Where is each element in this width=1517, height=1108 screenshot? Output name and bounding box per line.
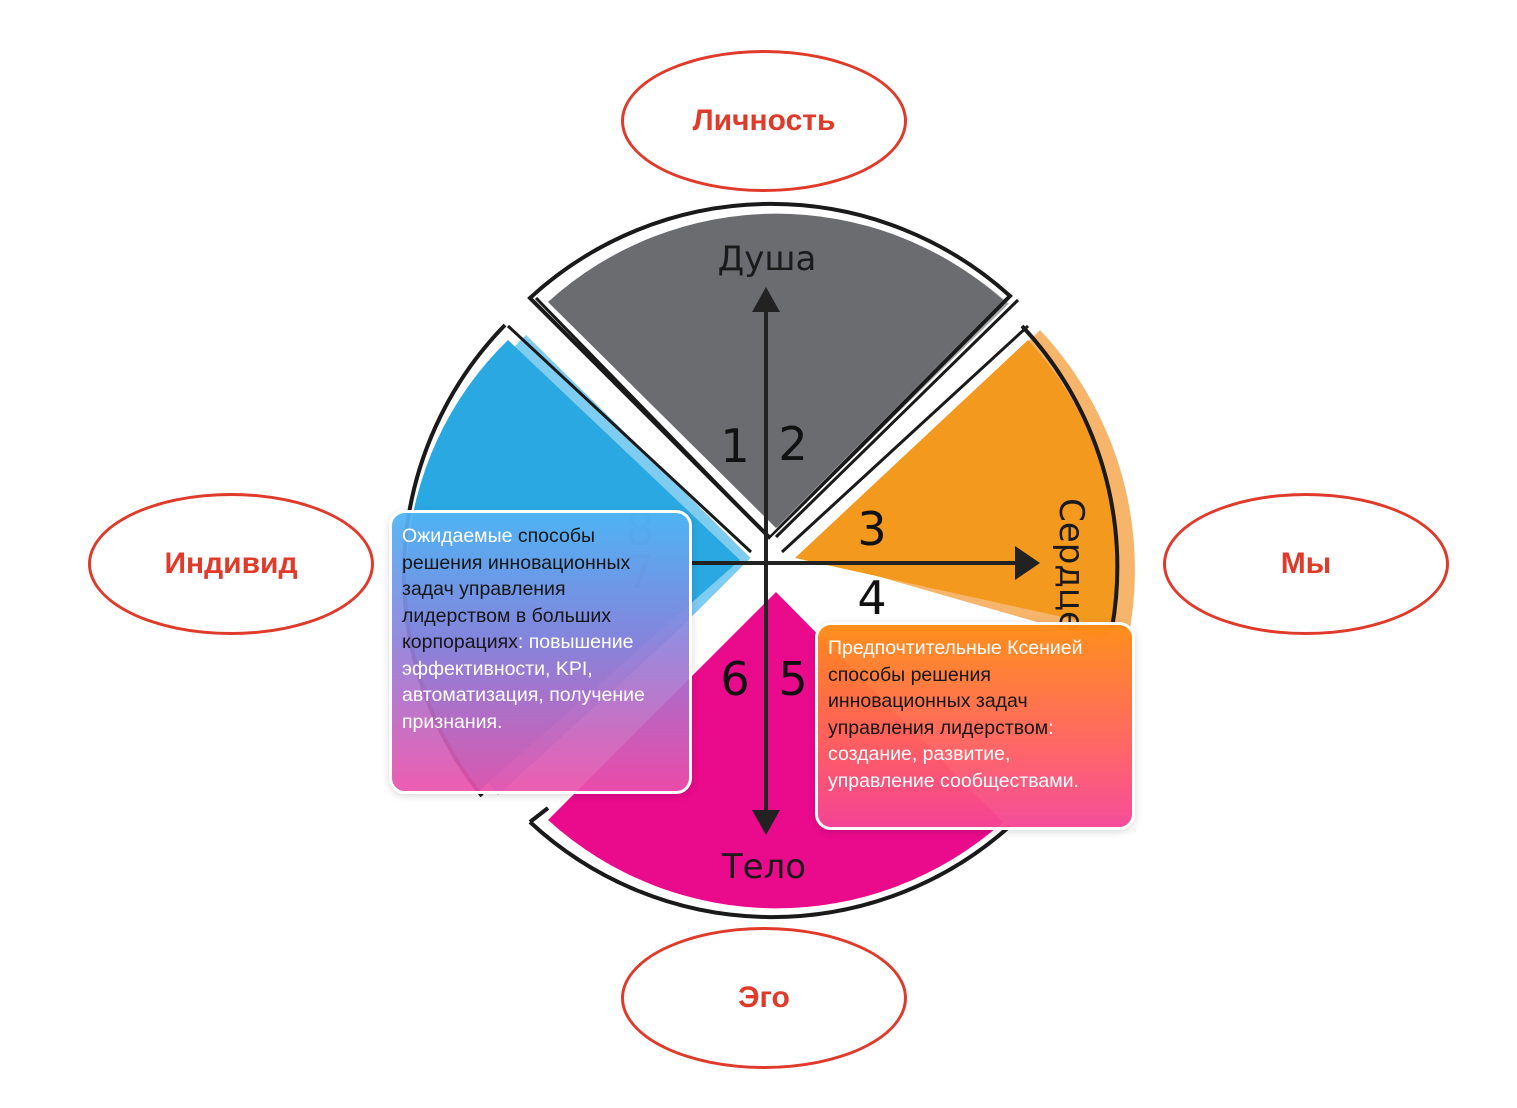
card-expected-methods: Ожидаемые способы решения инновационных … [389, 510, 692, 794]
ellipse-label-we: Мы [1280, 547, 1332, 580]
card-right-highlight: Предпочтительные Ксенией [828, 637, 1083, 659]
ellipse-label-individual: Индивид [164, 547, 298, 580]
axis-label-soul: Душа [718, 239, 817, 279]
ellipse-label-ego: Эго [738, 981, 790, 1014]
card-right-body: способы решения инновационных задач упра… [828, 663, 1049, 739]
card-preferred-methods: Предпочтительные Ксенией способы решения… [815, 622, 1135, 830]
sector-number-3: 3 [857, 502, 886, 556]
card-right-list: : создание, развитие, управление сообщес… [828, 716, 1079, 792]
sector-soul [527, 201, 1013, 541]
ellipse-individual: Индивид [88, 493, 374, 635]
sector-number-5: 5 [778, 652, 807, 706]
ellipse-ego: Эго [621, 927, 907, 1069]
axes [690, 287, 1040, 835]
sector-number-2: 2 [778, 417, 807, 471]
axis-label-heart: Сердце [1051, 498, 1091, 632]
card-left-body: способы решения инновационных задач упра… [402, 525, 631, 653]
ellipse-personality: Личность [621, 50, 907, 192]
card-left-highlight: Ожидаемые [402, 525, 513, 547]
ellipse-we: Мы [1163, 493, 1449, 635]
ellipse-label-personality: Личность [692, 104, 836, 137]
card-left-list: : повышение эффективности, KPI, автомати… [402, 631, 645, 733]
sector-number-1: 1 [720, 419, 749, 473]
axis-label-body: Тело [721, 847, 806, 887]
sector-number-6: 6 [720, 652, 749, 706]
sector-number-4: 4 [857, 571, 886, 625]
